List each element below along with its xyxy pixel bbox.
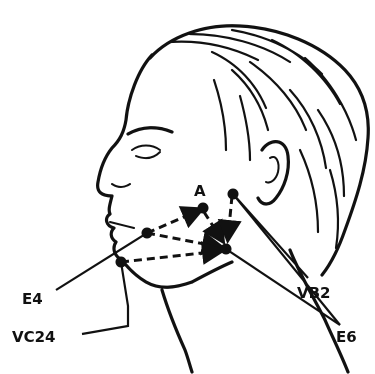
path-a-to-e6: [204, 212, 222, 240]
leader-e4: [56, 233, 147, 290]
label-a: A: [194, 182, 206, 200]
leader-e6-b: [233, 194, 340, 325]
path-e4-to-e6: [147, 233, 220, 247]
head-drawing: [98, 55, 348, 372]
leader-vc24: [82, 262, 128, 334]
path-vb2-to-e6: [228, 196, 232, 238]
neck-front: [162, 290, 192, 372]
face-profile: [98, 55, 192, 287]
eye: [132, 146, 160, 159]
label-vb2: VB2: [297, 284, 330, 302]
path-e4-to-a: [147, 210, 200, 233]
nostril: [112, 184, 130, 187]
path-vc24-to-e6: [121, 251, 220, 262]
jaw-line: [192, 262, 232, 282]
point-a: [198, 203, 209, 214]
label-e6: E6: [336, 328, 357, 346]
ear: [258, 142, 288, 204]
hair: [150, 26, 368, 275]
meridian-paths: [121, 196, 232, 262]
label-vc24: VC24: [12, 328, 56, 346]
eyebrow: [128, 128, 172, 134]
ear-inner: [266, 157, 279, 183]
label-e4: E4: [22, 290, 43, 308]
point-labels: A E4 VC24 VB2 E6: [12, 182, 357, 346]
